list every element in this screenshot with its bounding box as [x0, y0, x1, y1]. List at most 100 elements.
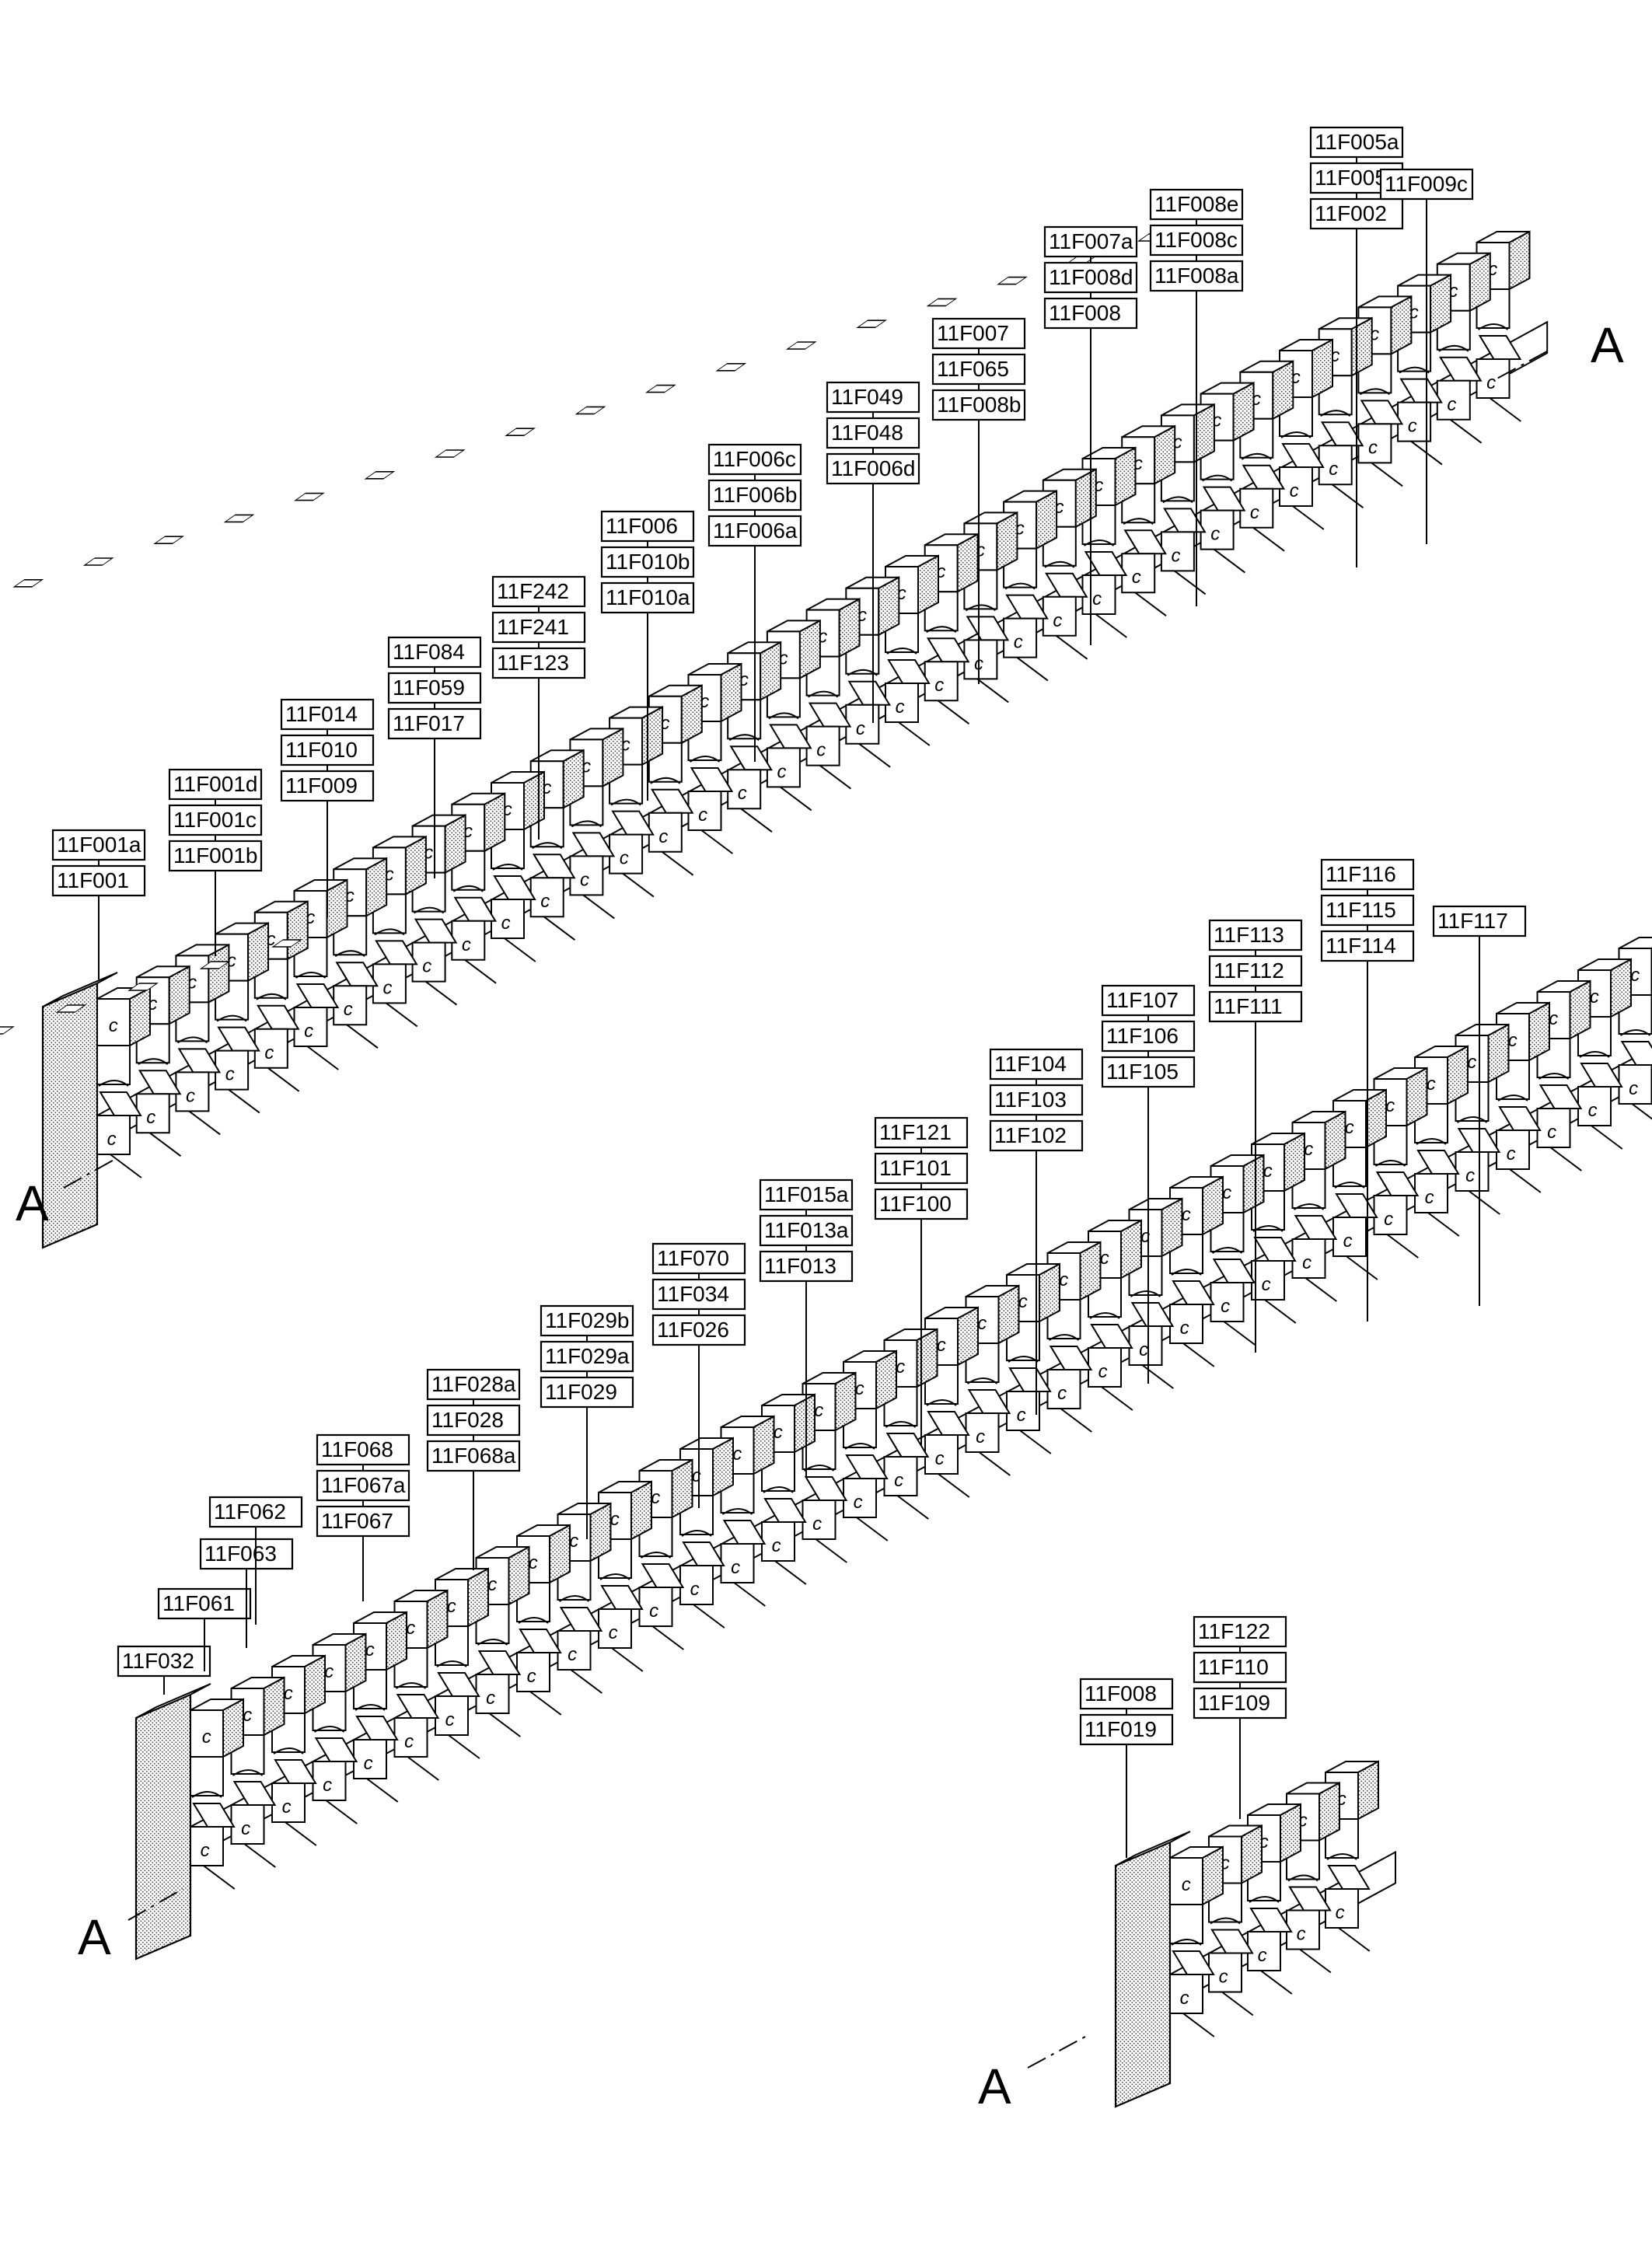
- module-side-shade: [641, 705, 664, 766]
- module-base: [1476, 358, 1511, 399]
- module-terminal-line: [774, 1560, 807, 1585]
- module-base: [569, 855, 604, 896]
- label-text: 11F110: [1198, 1655, 1269, 1679]
- module-side-shade: [1272, 360, 1294, 421]
- module-side-shade: [760, 641, 782, 701]
- module-toggle-arc: [1249, 1896, 1280, 1903]
- module-toggle: [1320, 421, 1364, 447]
- module-base: [372, 963, 407, 1004]
- module-base: [1357, 423, 1392, 464]
- label-stack-row1-12: 11F009c: [1379, 168, 1474, 544]
- label-text: 11F116: [1325, 862, 1396, 886]
- module-toggle-arc: [1359, 388, 1391, 396]
- label-box: [989, 1084, 1084, 1116]
- label-stack-row2-2: 11F063: [199, 1538, 294, 1648]
- module-toggle: [1008, 1367, 1052, 1392]
- module-side-shade: [326, 878, 348, 939]
- label-box: [1079, 1678, 1174, 1710]
- module-side-shade: [1284, 1132, 1305, 1192]
- module-toggle-arc: [966, 1377, 998, 1384]
- module-terminal-line: [1264, 1299, 1297, 1324]
- label-box: [199, 1538, 294, 1570]
- module-base: [638, 1587, 673, 1627]
- module-base: [924, 661, 959, 702]
- module-terminal-line: [285, 1821, 317, 1846]
- module-base: [435, 1695, 469, 1736]
- module-toggle: [611, 810, 655, 836]
- section-axis-line: [1492, 351, 1548, 382]
- label-text: 11F008: [1049, 301, 1121, 325]
- module-window: [505, 428, 536, 437]
- module-base: [1121, 553, 1156, 594]
- module-top: [1619, 937, 1652, 949]
- section-marker-a: A: [1591, 317, 1624, 373]
- module-side-shade: [1154, 424, 1176, 485]
- module-c-mark: c: [1345, 1117, 1354, 1138]
- label-text: 11F062: [214, 1500, 286, 1524]
- label-text: 11F107: [1106, 988, 1179, 1012]
- label-text: 11F029: [545, 1380, 617, 1404]
- module-toggle-arc: [436, 1660, 467, 1667]
- module-base: [230, 1804, 265, 1845]
- label-text: 11F070: [657, 1246, 729, 1270]
- module-toggle-arc: [1162, 496, 1193, 504]
- module-toggle-arc: [763, 1486, 794, 1493]
- label-text: 11F084: [393, 640, 465, 664]
- label-box: [387, 672, 482, 704]
- module-c-mark: c: [896, 1356, 905, 1377]
- module-side-shade: [263, 1676, 285, 1737]
- module-toggle: [477, 1650, 522, 1675]
- module-toggle-arc: [721, 1508, 753, 1515]
- label-text: 11F006b: [713, 483, 797, 507]
- module-c-mark-lower: c: [1302, 1252, 1311, 1273]
- strip-row-1: cccccccccccccccccccccccccccccccccccccccc…: [12, 230, 1549, 1249]
- module-toggle-arc: [886, 648, 917, 655]
- label-text: 11F100: [879, 1192, 952, 1216]
- module-terminal-line: [1174, 570, 1207, 595]
- module-terminal-line: [651, 1625, 684, 1650]
- module-c-mark: c: [1467, 1052, 1476, 1073]
- module-c-mark-lower: c: [422, 956, 431, 977]
- module-terminal-line: [1304, 1277, 1337, 1302]
- module-terminal-line: [1016, 656, 1049, 682]
- module-base: [1397, 401, 1432, 442]
- module-toggle: [1045, 572, 1088, 598]
- module-toggle-arc: [689, 756, 721, 763]
- module-base: [1251, 1260, 1285, 1301]
- label-text: 11F111: [1214, 994, 1283, 1018]
- module-side-shade: [956, 532, 979, 593]
- module-c-mark: c: [1263, 1161, 1273, 1182]
- module-base: [1373, 1195, 1408, 1235]
- module-side-shade: [1528, 1001, 1550, 1062]
- label-text: 11F106: [1106, 1024, 1179, 1048]
- module-toggle: [335, 962, 379, 987]
- module-window: [153, 536, 185, 545]
- module-side-shade: [426, 1589, 449, 1650]
- module-toggle: [885, 1433, 930, 1458]
- module-base: [845, 704, 880, 745]
- module-c-mark-lower: c: [1057, 1383, 1067, 1404]
- module-base: [802, 1500, 836, 1540]
- module-toggle: [138, 1070, 182, 1095]
- label-box: [707, 479, 802, 512]
- module-c-mark-lower: c: [1329, 459, 1338, 480]
- module-c-mark-lower: c: [201, 1840, 210, 1861]
- module-base: [411, 941, 446, 983]
- module-base: [720, 1543, 755, 1583]
- module-c-mark: c: [284, 1683, 293, 1704]
- module-side-shade: [1036, 489, 1058, 550]
- label-text: 11F034: [657, 1282, 729, 1306]
- module-c-mark: c: [732, 1444, 742, 1465]
- module-c-mark: c: [569, 1531, 578, 1552]
- module-c-mark-lower: c: [1336, 1902, 1345, 1923]
- label-box: [168, 840, 263, 872]
- module-terminal-line: [1252, 526, 1285, 552]
- module-terminal-line: [1509, 1168, 1542, 1193]
- module-side-shade: [1447, 1045, 1469, 1105]
- module-toggle-arc: [1416, 1138, 1447, 1145]
- module-toggle-arc: [176, 1036, 208, 1044]
- module-base: [1496, 1130, 1530, 1170]
